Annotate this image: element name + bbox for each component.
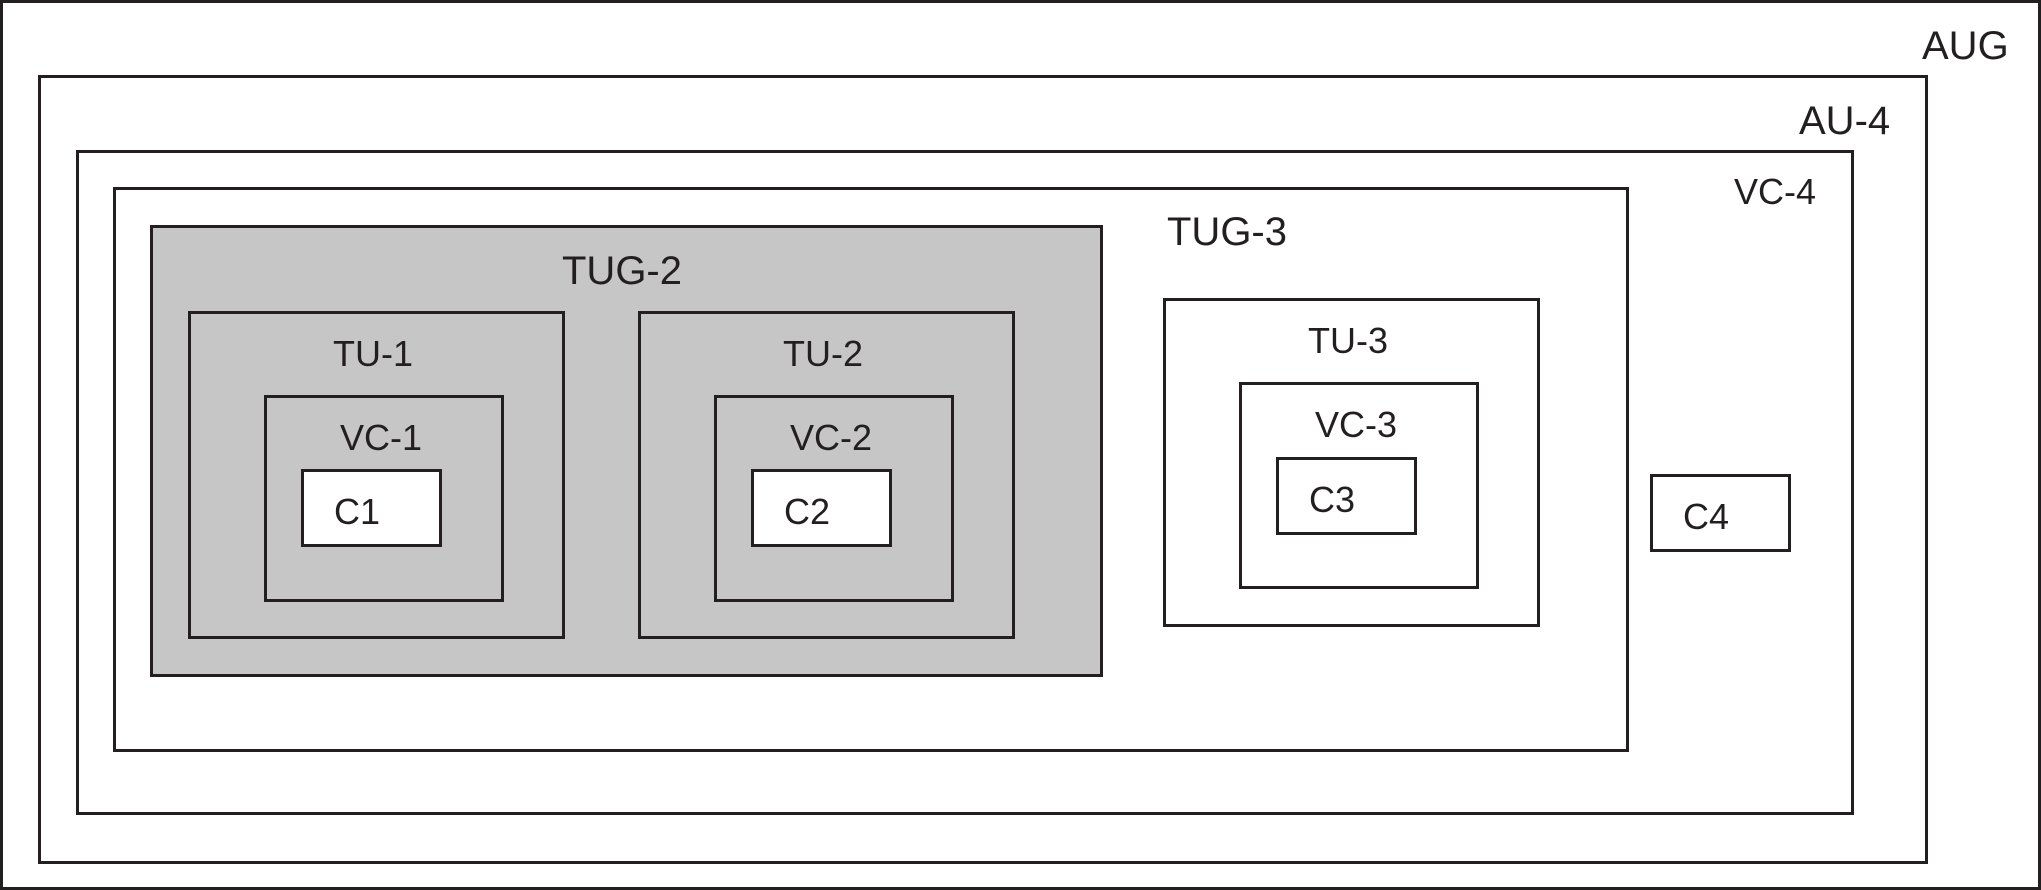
c1-box [301,469,442,547]
vc3-label: VC-3 [1315,404,1398,445]
vc2-label: VC-2 [790,417,873,458]
c3-label: C3 [1309,479,1356,520]
tug2-label: TUG-2 [562,249,682,293]
c2-label: C2 [784,491,831,532]
vc1-label: VC-1 [340,417,423,458]
c1-label: C1 [334,491,381,532]
tu1-label: TU-1 [333,333,413,374]
tu2-label: TU-2 [783,333,863,374]
c4-box [1650,474,1791,552]
c4-label: C4 [1683,496,1730,537]
au4-label: AU-4 [1799,99,1891,143]
c2-box [751,469,892,547]
c3-box [1276,457,1417,535]
tu3-label: TU-3 [1308,320,1388,361]
aug-label: AUG [1922,24,2009,68]
vc4-label: VC-4 [1734,171,1817,212]
tug3-label: TUG-3 [1167,210,1287,254]
